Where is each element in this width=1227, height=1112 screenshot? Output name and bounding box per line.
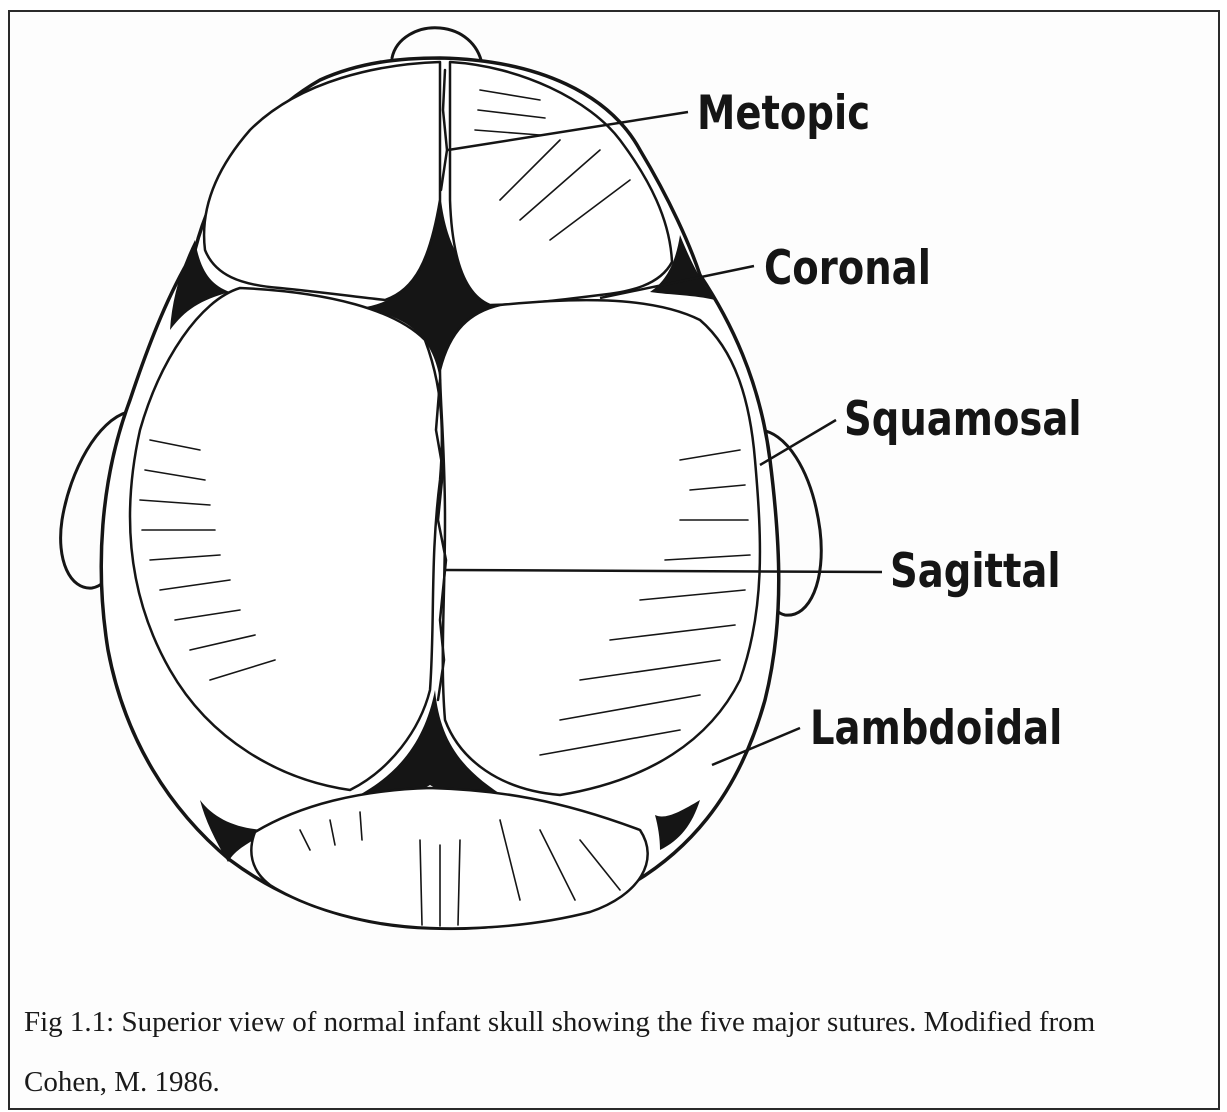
label-squamosal: Squamosal [844,396,1082,443]
label-metopic: Metopic [697,90,870,137]
frontal-bone-left [204,62,440,300]
caption-line-2: Cohen, M. 1986. [24,1052,1204,1112]
label-lambdoidal: Lambdoidal [810,705,1062,752]
caption-line-1: Fig 1.1: Superior view of normal infant … [24,992,1204,1052]
parietal-bone-right [440,300,760,795]
label-sagittal: Sagittal [890,548,1061,595]
label-coronal: Coronal [764,245,931,292]
figure-caption: Fig 1.1: Superior view of normal infant … [24,992,1204,1112]
